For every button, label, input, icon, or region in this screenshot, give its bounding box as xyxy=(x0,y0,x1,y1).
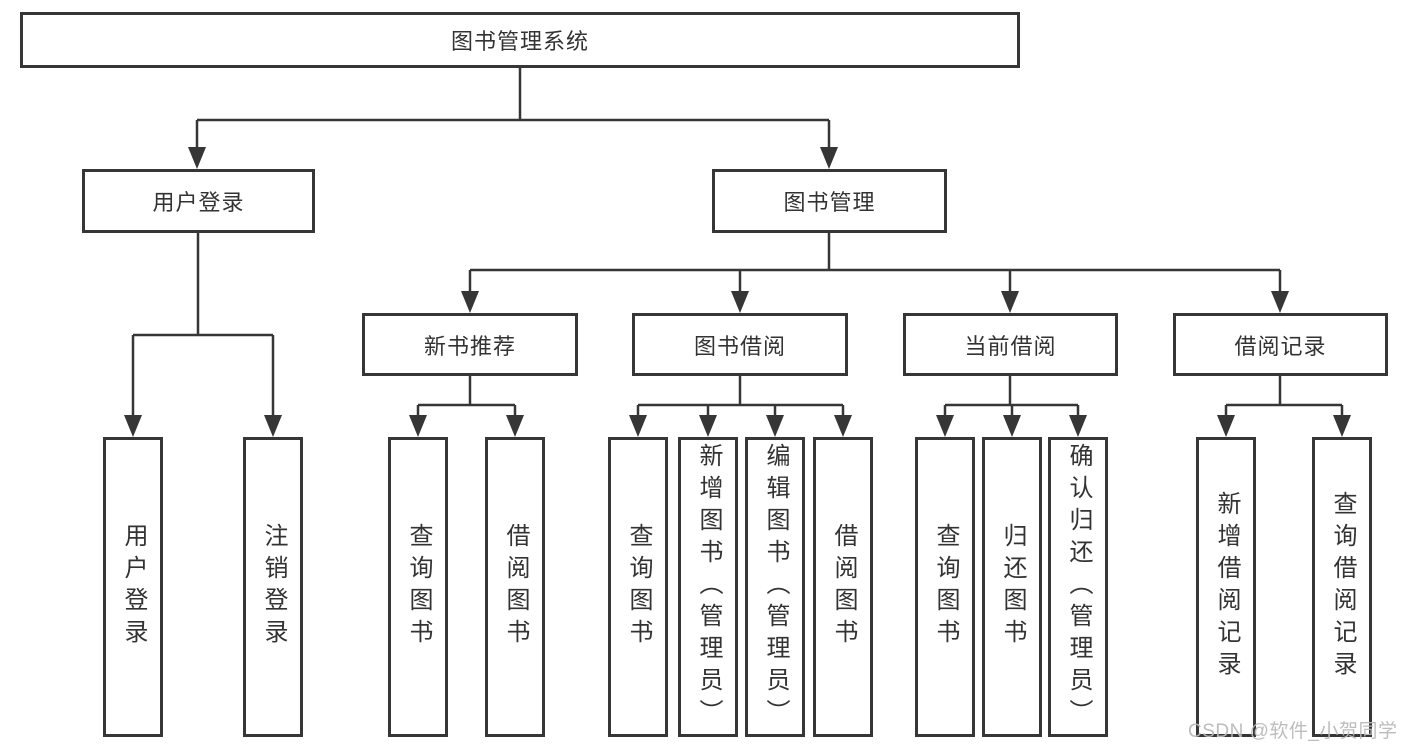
leaf-add-borrow-record: 新增借阅记录 xyxy=(1196,437,1256,737)
leaf-label: 归还图书 xyxy=(999,523,1026,651)
leaf-query-books-recommend: 查询图书 xyxy=(388,437,448,737)
leaf-query-books-borrow: 查询图书 xyxy=(608,437,668,737)
leaf-label: 借阅图书 xyxy=(830,523,857,651)
leaf-label: 查询图书 xyxy=(625,523,652,651)
node-root-library-system: 图书管理系统 xyxy=(20,12,1020,68)
node-label: 图书借阅 xyxy=(693,333,786,359)
node-book-management: 图书管理 xyxy=(712,169,947,233)
node-user-login: 用户登录 xyxy=(82,169,315,233)
node-label: 图书管理 xyxy=(783,190,876,215)
leaf-borrow-books-recommend: 借阅图书 xyxy=(485,437,545,737)
node-new-book-recommend: 新书推荐 xyxy=(362,313,578,376)
node-label: 用户登录 xyxy=(152,190,245,215)
leaf-logout: 注销登录 xyxy=(243,437,303,737)
leaf-query-borrow-record: 查询借阅记录 xyxy=(1312,437,1372,737)
leaf-confirm-return-admin: 确认归还（管理员） xyxy=(1048,437,1108,737)
node-label: 借阅记录 xyxy=(1234,333,1327,359)
leaf-label: 注销登录 xyxy=(260,523,287,651)
node-label: 当前借阅 xyxy=(964,333,1057,359)
leaf-user-login: 用户登录 xyxy=(103,437,163,737)
leaf-label: 查询图书 xyxy=(932,523,959,651)
leaf-label: 新增图书（管理员） xyxy=(695,443,722,731)
leaf-borrow-books: 借阅图书 xyxy=(813,437,873,737)
arrowhead-icons xyxy=(124,147,1351,437)
node-book-borrow: 图书借阅 xyxy=(632,313,848,376)
leaf-label: 借阅图书 xyxy=(502,523,529,651)
leaf-add-books-admin: 新增图书（管理员） xyxy=(678,437,738,737)
leaf-label: 查询图书 xyxy=(405,523,432,651)
leaf-label: 编辑图书（管理员） xyxy=(762,443,789,731)
node-current-borrow: 当前借阅 xyxy=(903,313,1118,376)
node-label: 图书管理系统 xyxy=(450,29,589,54)
csdn-watermark: CSDN @软件_小贺同学 xyxy=(1188,721,1398,742)
leaf-label: 查询借阅记录 xyxy=(1329,491,1356,683)
leaf-edit-books-admin: 编辑图书（管理员） xyxy=(745,437,805,737)
leaf-query-books-current: 查询图书 xyxy=(915,437,975,737)
node-borrow-records: 借阅记录 xyxy=(1173,313,1388,376)
leaf-label: 确认归还（管理员） xyxy=(1065,443,1092,731)
leaf-label: 用户登录 xyxy=(120,523,147,651)
node-label: 新书推荐 xyxy=(423,333,516,359)
leaf-return-books: 归还图书 xyxy=(982,437,1042,737)
leaf-label: 新增借阅记录 xyxy=(1213,491,1240,683)
